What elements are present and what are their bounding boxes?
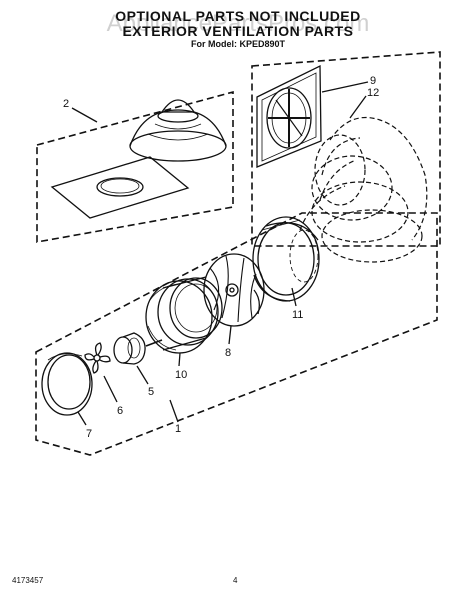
leader-6 bbox=[103, 375, 118, 403]
callout-12: 12 bbox=[367, 87, 379, 99]
model-label: For Model: KPED890T bbox=[190, 39, 285, 49]
leader-2 bbox=[71, 107, 98, 123]
duct-collar bbox=[252, 216, 320, 302]
callout-11: 11 bbox=[292, 309, 303, 321]
wall-plate-louver bbox=[256, 64, 322, 168]
leader-7 bbox=[77, 411, 87, 426]
hood-cover bbox=[41, 352, 93, 416]
roof-cap bbox=[129, 99, 227, 162]
leader-1 bbox=[169, 399, 179, 423]
leader-12 bbox=[349, 95, 367, 119]
callout-2: 2 bbox=[63, 98, 69, 110]
callout-6: 6 bbox=[117, 405, 123, 417]
leader-10 bbox=[178, 352, 181, 367]
page-number: 4 bbox=[233, 576, 238, 585]
blower-wheel bbox=[203, 253, 265, 327]
flexible-duct bbox=[299, 116, 428, 263]
page-title-line-1: OPTIONAL PARTS NOT INCLUDED bbox=[115, 8, 361, 24]
motor bbox=[113, 332, 163, 365]
page-title-line-2: EXTERIOR VENTILATION PARTS bbox=[122, 23, 354, 39]
leader-5 bbox=[136, 365, 149, 385]
callout-10: 10 bbox=[175, 369, 187, 381]
callout-1: 1 bbox=[175, 423, 181, 435]
leader-9 bbox=[321, 81, 369, 93]
motor-housing bbox=[145, 276, 223, 354]
callout-8: 8 bbox=[225, 347, 231, 359]
document-number: 4173457 bbox=[12, 576, 44, 585]
flashing-plate bbox=[50, 156, 190, 219]
callout-9: 9 bbox=[370, 75, 376, 87]
callout-5: 5 bbox=[148, 386, 154, 398]
group-1-dashed-outline bbox=[35, 212, 438, 456]
group-2-dashed-outline bbox=[36, 90, 234, 243]
callout-7: 7 bbox=[86, 428, 92, 440]
leader-8 bbox=[228, 325, 232, 345]
fan-blade bbox=[84, 342, 111, 374]
leader-11 bbox=[291, 287, 297, 307]
group-9-12-dashed-outline bbox=[251, 51, 441, 247]
